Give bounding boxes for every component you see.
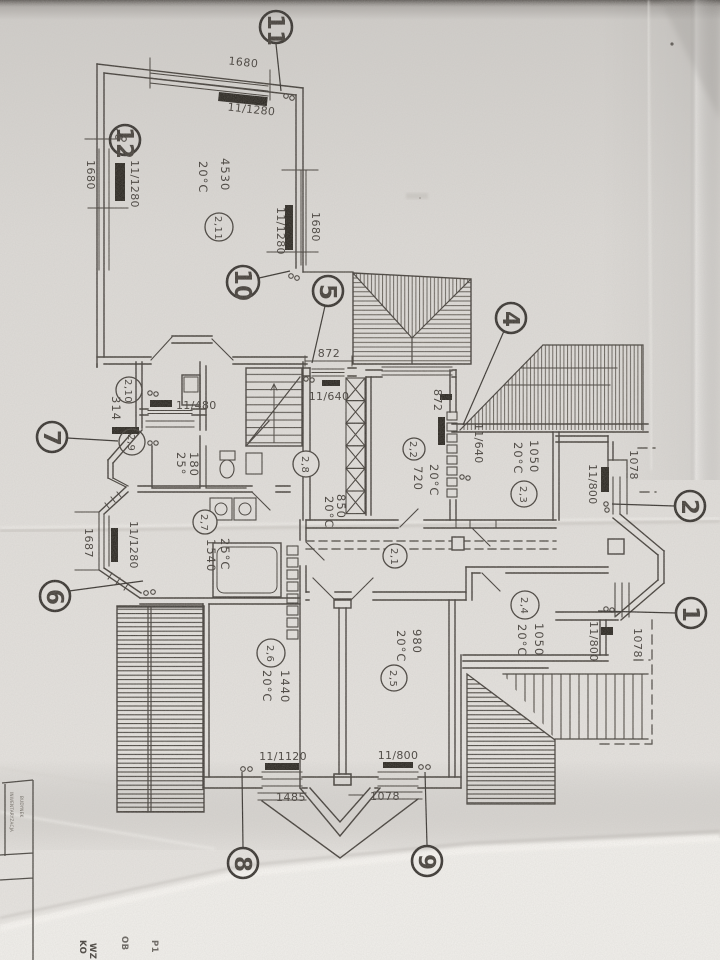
- scanned-floorplan-photo: INWENTARYZACJA BUDYNEK KO WZ OB P1: [0, 0, 720, 960]
- photo-grain: [0, 0, 720, 960]
